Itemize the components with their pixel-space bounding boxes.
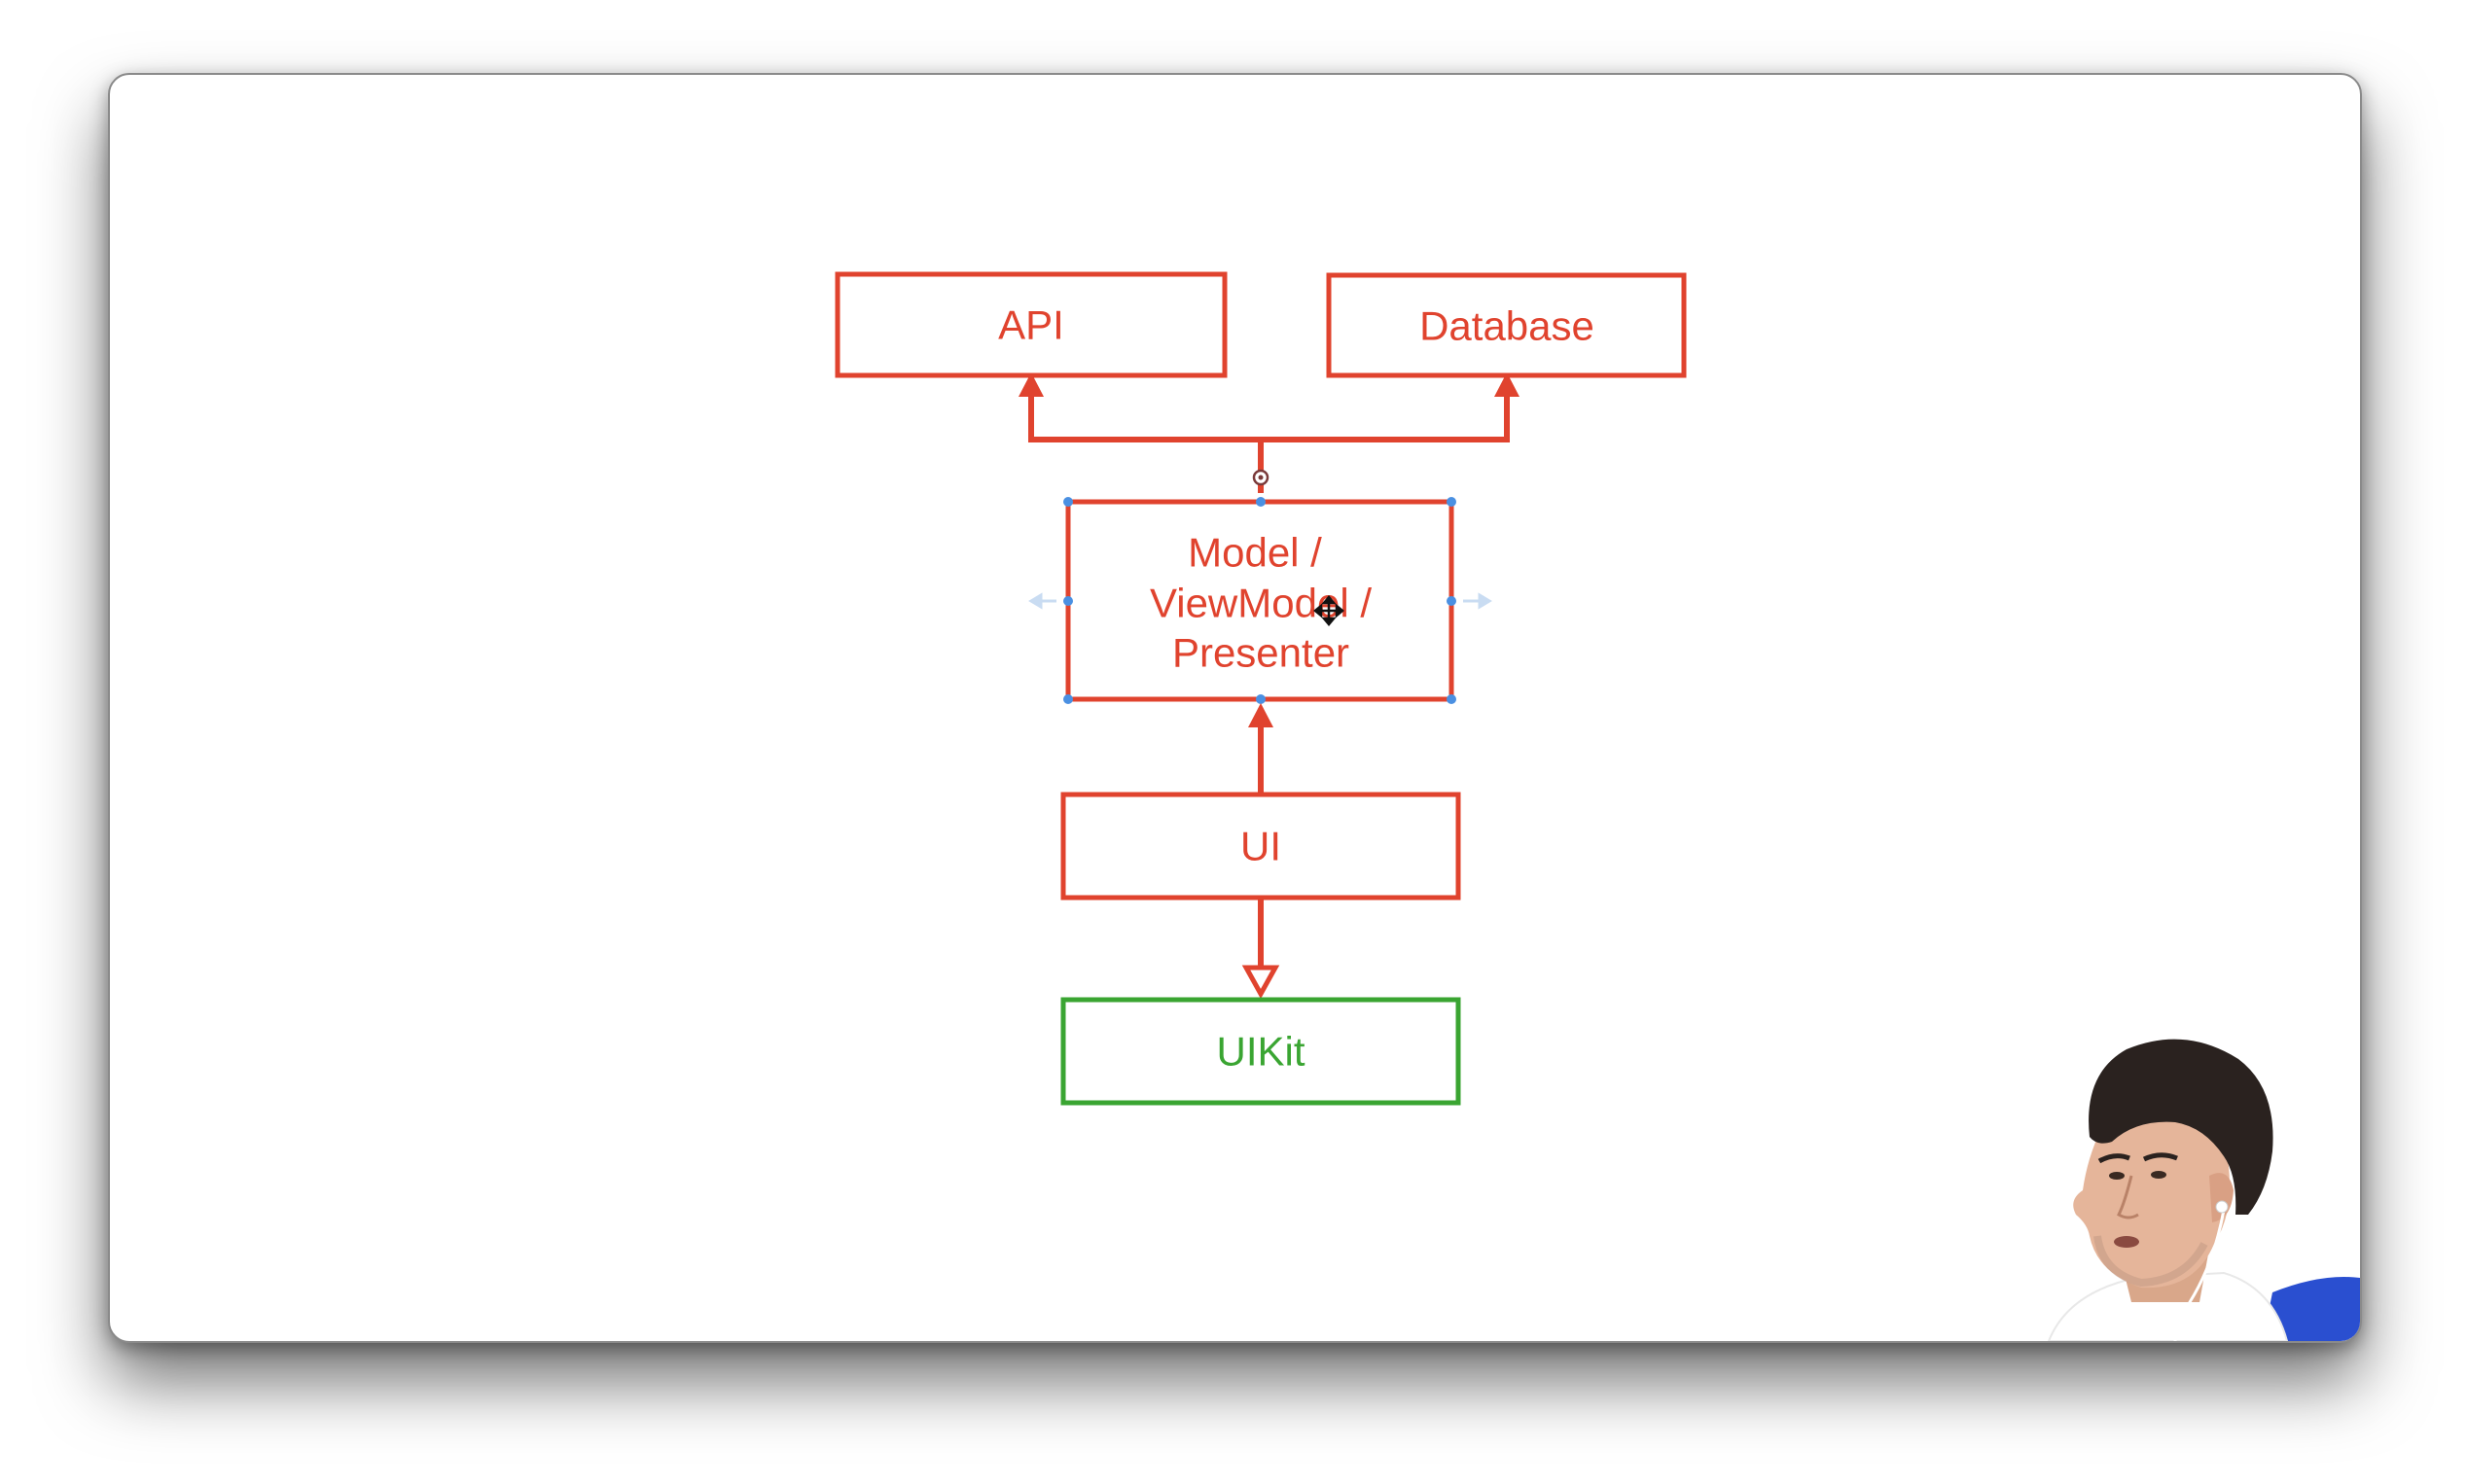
node-api-label: API xyxy=(998,302,1064,348)
node-uikit[interactable]: UIKit xyxy=(1060,997,1461,1106)
arrowhead-api xyxy=(1019,372,1044,397)
node-uikit-label: UIKit xyxy=(1216,1029,1305,1075)
edge-ui-to-uikit xyxy=(1241,898,1280,1000)
edge-ui-to-model xyxy=(1248,703,1273,795)
node-model[interactable]: Model / ViewModel / Presenter xyxy=(1065,499,1454,702)
arrowhead-database xyxy=(1494,372,1520,397)
diagram-canvas: API Database Model / ViewModel / Present… xyxy=(835,271,1687,1106)
resize-handle-bottom[interactable] xyxy=(1256,694,1266,704)
edge-model-to-api xyxy=(1028,371,1264,493)
node-model-line-3: Presenter xyxy=(1172,630,1349,676)
resize-handle-top[interactable] xyxy=(1256,497,1266,507)
node-model-line-1: Model / xyxy=(1188,530,1322,576)
resize-handle-bottom-left[interactable] xyxy=(1063,694,1073,704)
connect-arrow-left-icon[interactable] xyxy=(1028,592,1056,610)
node-ui-label: UI xyxy=(1240,824,1281,869)
edge-model-to-database xyxy=(1261,371,1510,442)
resize-handle-top-left[interactable] xyxy=(1063,497,1073,507)
node-database-label: Database xyxy=(1419,303,1594,349)
resize-handle-right[interactable] xyxy=(1447,596,1456,606)
edge-model-to-api-database xyxy=(1028,371,1510,493)
resize-handle-bottom-right[interactable] xyxy=(1447,694,1456,704)
resize-handle-top-right[interactable] xyxy=(1447,497,1456,507)
rotate-handle-icon[interactable] xyxy=(1252,469,1269,486)
node-model-line-2: ViewModel / xyxy=(1150,581,1372,626)
person-webcam-icon xyxy=(2047,1039,2360,1341)
node-api[interactable]: API xyxy=(835,271,1228,378)
slide-window: API Database Model / ViewModel / Present… xyxy=(108,73,2362,1343)
node-ui[interactable]: UI xyxy=(1060,792,1461,901)
move-cursor-icon xyxy=(1313,595,1344,626)
resize-handle-left[interactable] xyxy=(1063,596,1073,606)
node-database[interactable]: Database xyxy=(1326,272,1687,378)
selection-handles[interactable] xyxy=(1063,497,1456,704)
connect-arrow-right-icon[interactable] xyxy=(1463,592,1492,610)
